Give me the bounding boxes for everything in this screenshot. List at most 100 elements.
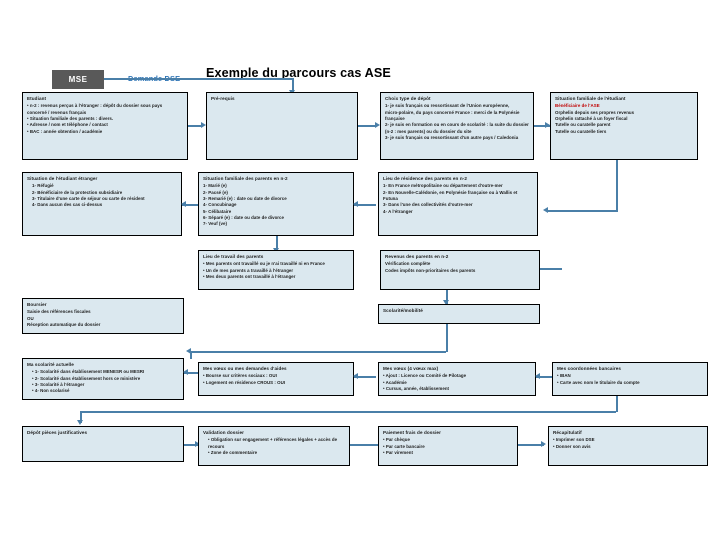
box-mes-voeux-lines: • Ajout : Licence ou Comité de Pilotage … <box>383 373 531 392</box>
box-boursier-lines: Saisie des références fiscales OU Récept… <box>27 309 179 328</box>
list-item: • 3- Scolarité à l'étranger <box>32 381 85 387</box>
list-item: 6- Séparé (e) : date ou date de divorce <box>203 215 285 221</box>
box-recapitulatif-title: Récapitulatif <box>553 430 582 435</box>
list-item: • 4- Non scolarisé <box>32 388 70 394</box>
connector-paiement-to-recapitulatif <box>518 444 544 446</box>
box-choix-type-depot-title: Choix type de dépôt <box>385 96 431 101</box>
list-item: • Donner son avis <box>553 443 591 449</box>
connector-etudiant-to-prerequis <box>188 125 202 127</box>
box-mes-voeux-aides-title: Mes vœux ou mes demandes d'aides <box>203 366 287 371</box>
box-prerequis: Pré-requis <box>206 92 358 160</box>
list-item: Tutelle ou curatelle tiers <box>555 128 607 134</box>
box-depot-pieces: Dépôt pièces justificatives <box>22 426 184 462</box>
list-item: 2- Pacsé (e) <box>203 189 228 195</box>
list-item: Orphelin depuis ses propres revenus <box>555 109 635 115</box>
list-item: • Bourse sur critères sociaux : OUI <box>203 373 277 379</box>
list-item: 1- je suis français ou ressortissant de … <box>385 103 510 109</box>
connector-lieu-residence-to-situation-parents <box>354 204 376 206</box>
box-revenus-parents-title: Revenus des parents en n-2 <box>385 254 449 259</box>
list-item: 3- Dans l'une des collectivités d'outre-… <box>383 202 473 208</box>
connector-bancaire-to-depot-h <box>80 411 616 413</box>
list-item: • Par chèque <box>383 437 410 443</box>
box-situation-familiale-parents-title: Situation familiale des parents en n-2 <box>203 176 288 181</box>
connector-scolarite-to-ma-scolarite-v <box>190 351 192 359</box>
list-item: micro-polaire, du pays concerné France :… <box>385 109 520 115</box>
list-item: 2- En Nouvelle-Calédonie, en Polynésie f… <box>383 189 518 195</box>
list-item: Orphelin rattaché à un foyer fiscal <box>555 115 628 121</box>
mse-badge: MSE <box>52 70 104 89</box>
list-item: 1- Réfugié <box>32 183 54 189</box>
box-ma-scolarite-actuelle: Ma scolarité actuelle • 1- Scolarité dan… <box>22 358 184 400</box>
box-lieu-travail-parents-lines: • Mes parents ont travaillé ou je n'ai t… <box>203 261 349 280</box>
connector-bancaire-down-v <box>616 396 618 412</box>
box-lieu-residence-parents-title: Lieu de résidence des parents en n-2 <box>383 176 467 181</box>
arrowhead-to-depot-pieces <box>77 420 84 425</box>
box-validation-dossier-title: Validation dossier <box>203 430 244 435</box>
box-revenus-parents-lines: Vérification complète Codes impôts non-p… <box>385 261 535 274</box>
mse-badge-label: MSE <box>68 75 88 84</box>
arrowhead-etudiant-to-prerequis <box>201 121 206 128</box>
list-item: • Cursus, année, établissement <box>383 385 450 391</box>
list-item: • Mes deux parents ont travaillé à l'étr… <box>203 273 296 279</box>
list-item: • Zone de commentaire <box>208 449 258 455</box>
box-coordonnees-bancaires-title: Mes coordonnées bancaires <box>557 366 622 371</box>
list-item: Futuna <box>383 195 398 201</box>
list-item: Codes impôts non-prioritaires des parent… <box>385 267 476 273</box>
arrowhead-lieu-residence-to-situation-parents <box>353 200 358 207</box>
arrowhead-situation-parents-to-etranger <box>181 200 186 207</box>
box-paiement-frais-lines: • Par chèque • Par carte bancaire • Par … <box>383 437 513 456</box>
box-ma-scolarite-actuelle-lines: • 1- Scolarité dans établissement MENESR… <box>27 369 179 395</box>
box-mes-voeux-title: Mes vœux (4 vœux max) <box>383 366 439 371</box>
connector-mse-to-etudiant-h <box>104 78 294 80</box>
list-item: • Mes parents ont travaillé ou je n'ai t… <box>203 261 325 267</box>
box-situation-familiale-parents: Situation familiale des parents en n-2 1… <box>198 172 354 236</box>
box-paiement-frais: Paiement frais de dossier • Par chèque •… <box>378 426 518 466</box>
list-item: • Obligation sur engagement + références… <box>208 437 338 449</box>
box-mes-voeux-aides-lines: • Bourse sur critères sociaux : OUI • Lo… <box>203 373 349 386</box>
list-item: • Carte avec nom le titulaire du compte <box>557 379 640 385</box>
list-item: • Logement en résidence CROUS : OUI <box>203 379 286 385</box>
box-recapitulatif: Récapitulatif • Imprimer son DSE • Donne… <box>548 426 708 466</box>
connector-voeux-to-ma-scolarite <box>184 372 198 374</box>
connector-row1-to-row2-v <box>616 160 618 212</box>
page-title: Exemple du parcours cas ASE <box>206 66 391 80</box>
connector-revenus-parents-right <box>540 268 562 270</box>
list-item: 1- En France métropolitaine ou départeme… <box>383 183 503 189</box>
list-item: • Imprimer son DSE <box>553 437 595 443</box>
box-situation-familiale-etudiant-title: Situation familiale de l'étudiant <box>555 96 626 101</box>
connector-scolarite-down-v <box>446 324 448 352</box>
connector-row1-to-row2-h <box>548 210 616 212</box>
list-item: 2- je suis en formation ou en cours de s… <box>385 122 529 128</box>
box-etudiant: Etudiant • n-2 : revenus perçus à l'étra… <box>22 92 188 160</box>
box-coordonnees-bancaires: Mes coordonnées bancaires • IBAN • Carte… <box>552 362 708 396</box>
box-recapitulatif-lines: • Imprimer son DSE • Donner son avis <box>553 437 703 450</box>
box-choix-type-depot: Choix type de dépôt 1- je suis français … <box>380 92 534 160</box>
box-boursier: Boursier Saisie des références fiscales … <box>22 298 184 334</box>
list-item: • BAC : année obtention / académie <box>27 128 103 134</box>
box-choix-type-depot-lines: 1- je suis français ou ressortissant de … <box>385 103 529 141</box>
box-mes-voeux-aides: Mes vœux ou mes demandes d'aides • Bours… <box>198 362 354 396</box>
connector-mse-to-etudiant-v <box>292 78 294 92</box>
list-item: Tutelle ou curatelle parent <box>555 122 611 128</box>
box-lieu-travail-parents: Lieu de travail des parents • Mes parent… <box>198 250 354 290</box>
list-item: • Académie <box>383 379 407 385</box>
list-item: 4- Dans aucun des cas ci-dessus <box>32 202 103 208</box>
list-item: • 2- Scolarité dans établissement hors c… <box>32 375 141 381</box>
connector-revenus-to-scolarite-v <box>446 290 448 306</box>
list-item: 2- Bénéficiaire de la protection subsidi… <box>32 189 123 195</box>
list-item: OU <box>27 315 34 321</box>
box-etudiant-title: Etudiant <box>27 96 47 101</box>
list-item-alert: Bénéficiaire de l'ASE <box>555 103 600 109</box>
list-item: 5- Célibataire <box>203 208 232 214</box>
arrowhead-paiement-to-recapitulatif <box>541 440 546 447</box>
connector-voeux-max-to-voeux-aides <box>354 376 376 378</box>
box-situation-etranger-lines: 1- Réfugié 2- Bénéficiaire de la protect… <box>27 183 177 209</box>
arrowhead-row1-to-row2 <box>543 206 548 213</box>
arrowhead-revenus-to-scolarite <box>443 300 450 305</box>
list-item: • IBAN <box>557 373 571 379</box>
box-mes-voeux: Mes vœux (4 vœux max) • Ajout : Licence … <box>378 362 536 396</box>
box-scolarite-mobilite: Scolarité/mobilité <box>378 304 540 324</box>
list-item: • Un de mes parents a travaillé à l'étra… <box>203 267 294 273</box>
list-item: • Par carte bancaire <box>383 443 425 449</box>
